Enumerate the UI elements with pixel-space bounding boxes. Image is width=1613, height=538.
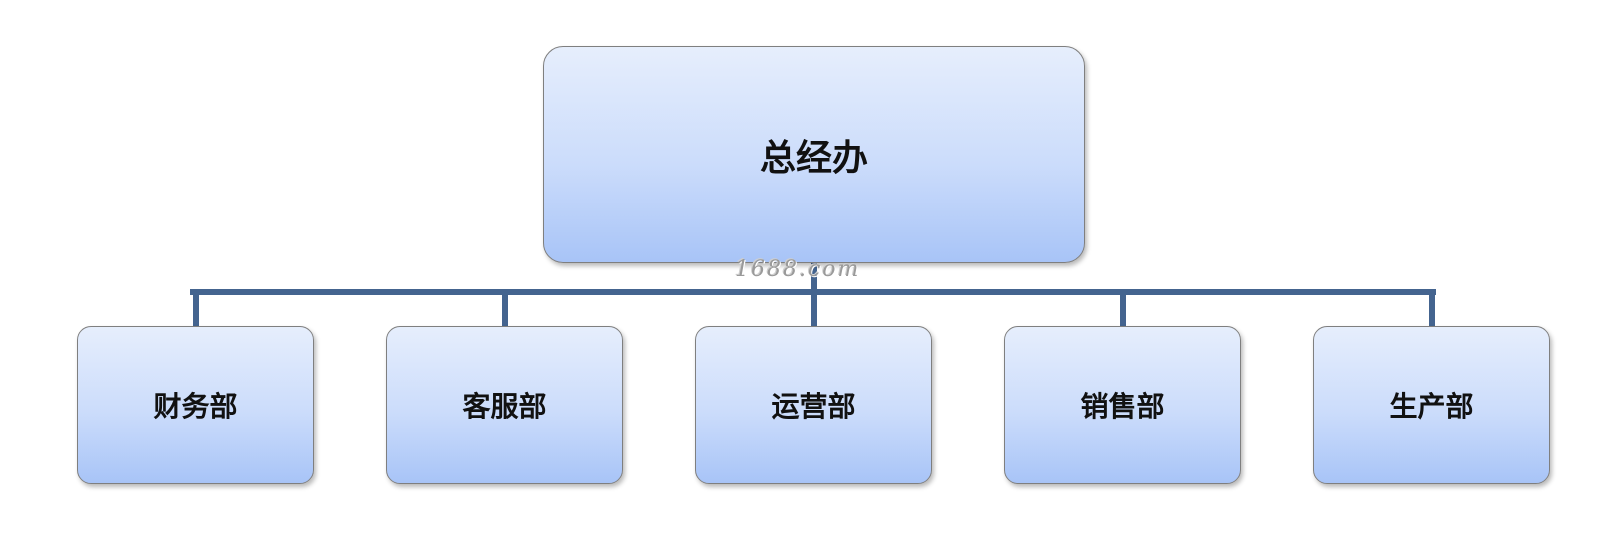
node-operations-label: 运营部 (771, 390, 856, 423)
node-production-label: 生产部 (1389, 390, 1474, 423)
node-sales-label: 销售部 (1080, 390, 1165, 423)
node-customer-service: 客服部 (386, 326, 623, 484)
node-finance: 财务部 (77, 326, 314, 484)
node-root-general-office: 总经办 (543, 46, 1085, 263)
node-sales: 销售部 (1004, 326, 1241, 484)
node-finance-label: 财务部 (153, 390, 238, 423)
watermark: 1688.com (735, 257, 861, 282)
node-customer-service-label: 客服部 (462, 390, 547, 423)
node-root-label: 总经办 (759, 137, 868, 179)
node-operations: 运营部 (695, 326, 932, 484)
node-production: 生产部 (1313, 326, 1550, 484)
